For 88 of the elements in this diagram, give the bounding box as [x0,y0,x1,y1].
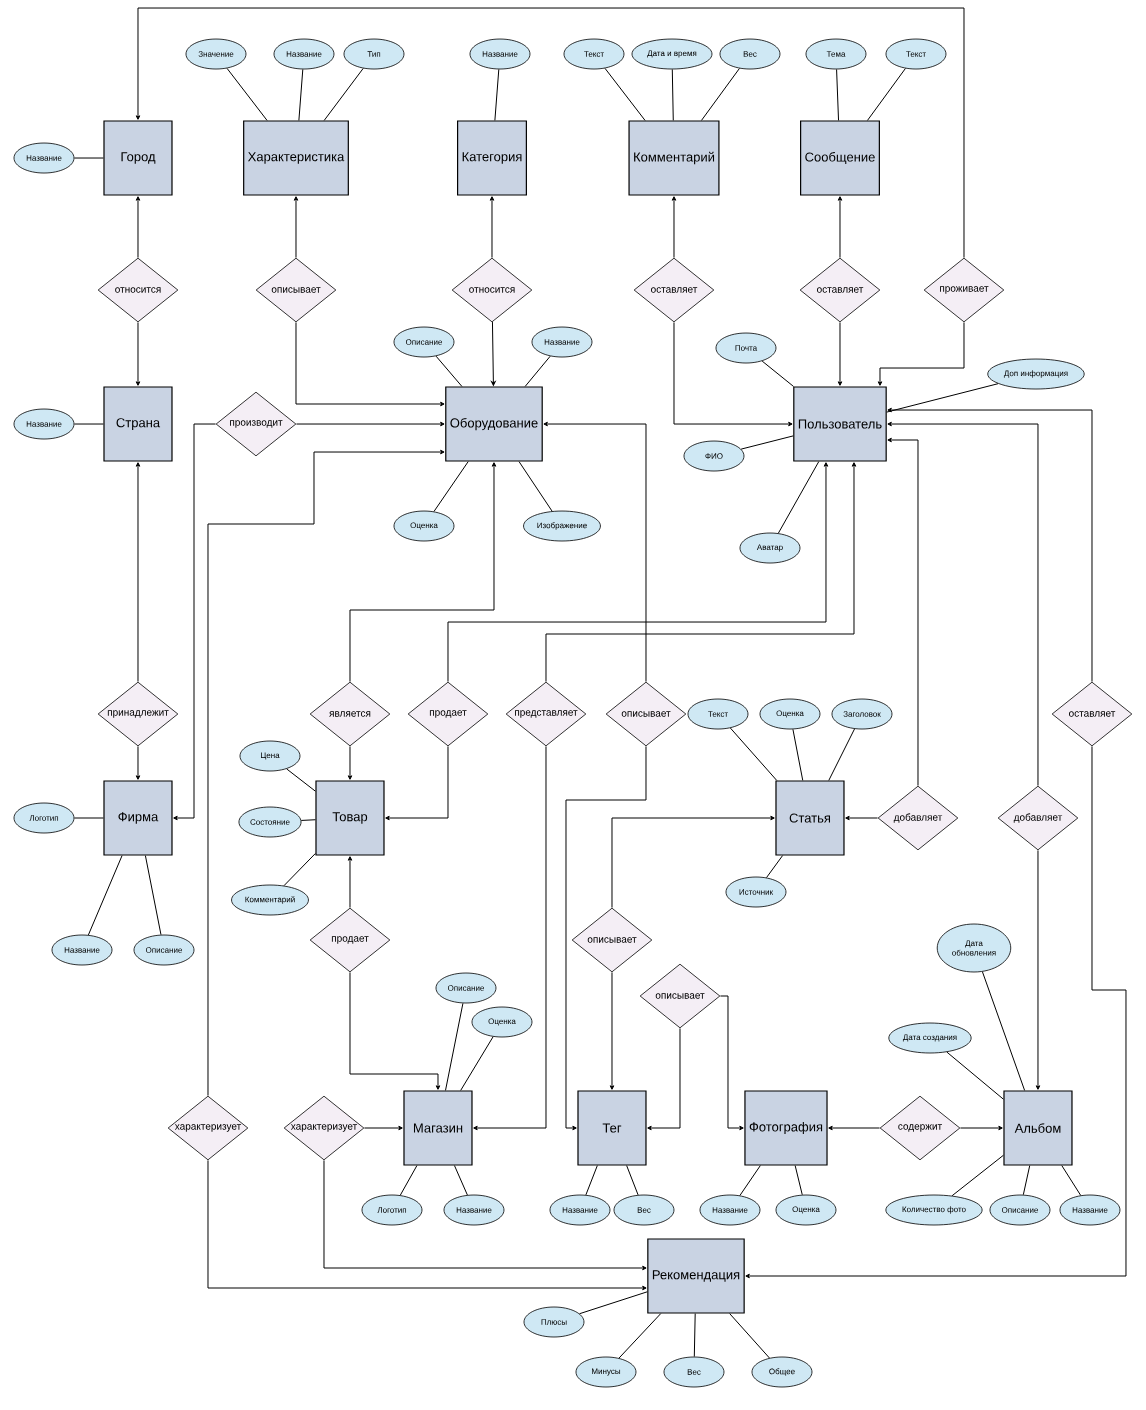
attribute-line [828,728,855,781]
attribute-line [585,1165,598,1196]
attribute-line [494,68,500,121]
attribute-line [693,1313,696,1358]
attribute-line [323,67,364,121]
relationship-line [673,321,793,427]
relationship-line [473,745,547,1131]
relationship-line [887,437,919,787]
attribute-line [766,855,784,879]
relationship-line [565,745,647,1131]
attribute-line [460,1036,494,1091]
relationship-line [363,1125,403,1131]
relationship-line [491,321,496,386]
relationship-line [347,745,353,780]
attribute-line [298,68,304,121]
attribute-line [226,67,268,121]
relationship-line [959,1125,1003,1131]
attribute-line [777,461,820,534]
attribute-line [836,68,840,121]
attribute-line [87,855,123,936]
relationship-line [135,196,141,259]
relationship-line [611,815,775,909]
attribute-line [604,67,646,121]
attribute-line [73,423,104,425]
relationship-line [837,196,843,259]
relationship-line [719,995,744,1131]
attribute-line [761,360,794,387]
relationship-line [609,971,615,1090]
relationship-line [135,321,141,386]
attribute-line [433,461,469,512]
relationship-line [828,1125,881,1131]
attribute-line [524,355,551,387]
attribute-line [740,435,794,450]
relationship-line [845,815,879,821]
relationship-line [543,421,647,683]
attribute-line [671,68,674,121]
relationship-line [293,196,299,259]
attribute-line [1061,1165,1082,1196]
attribute-line [729,1313,770,1359]
attribute-line [435,355,463,387]
attribute-line [946,1051,1004,1100]
attribute-line [300,819,316,821]
relationship-line [173,423,217,821]
attribute-line [618,1313,662,1359]
attribute-line [1022,1165,1031,1196]
attribute-line [626,1165,639,1196]
relationship-line [135,7,965,259]
relationship-line [385,745,449,821]
relationship-line [323,1159,647,1271]
attribute-line [794,1165,803,1196]
attribute-line [445,1002,464,1091]
attribute-line [951,1154,1004,1197]
relationship-line [295,421,445,427]
attribute-line [454,1165,468,1196]
attribute-line [518,461,553,512]
attribute-line [866,67,906,121]
attribute-line [579,1291,648,1315]
relationship-line [347,856,353,909]
attribute-line [739,1165,761,1196]
attribute-line [283,852,316,887]
relationship-line [837,321,843,386]
attribute-line [981,971,1026,1091]
relationship-line [135,462,141,683]
attribute-line [73,817,104,819]
relationship-line [887,421,1039,787]
relationship-line [745,745,1127,1279]
relationship-line [295,321,445,407]
relationship-line [545,462,857,683]
attribute-line [286,768,316,792]
attribute-line [144,855,162,936]
relationship-line [207,1159,647,1291]
relationship-line [877,321,965,386]
attribute-line [73,157,104,159]
relationship-line [447,462,829,683]
relationship-line [207,449,445,1097]
relationship-line [135,745,141,780]
relationship-line [647,1027,681,1131]
attribute-line [729,727,778,781]
attribute-line [399,1165,418,1196]
relationship-line [349,462,497,683]
attribute-line [700,67,740,121]
relationship-line [349,971,441,1090]
attribute-line [886,383,999,413]
relationship-line [1035,849,1041,1090]
relationship-line [671,196,677,259]
attribute-line [792,728,804,781]
relationship-line [489,196,495,259]
relationship-line [887,407,1093,683]
